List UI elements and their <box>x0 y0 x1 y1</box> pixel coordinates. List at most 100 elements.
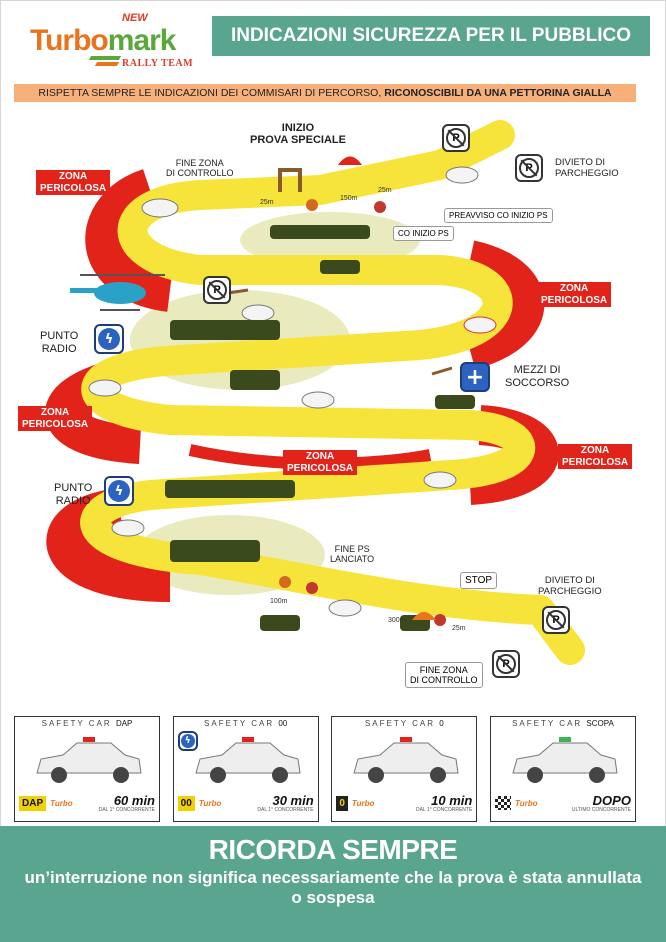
distance-label: 25m <box>452 625 466 632</box>
fine-zona-label: FINE ZONA DI CONTROLLO <box>166 158 234 179</box>
card-footer: 00 Turbo 30 min DAL 1° CONCORRENTE <box>177 793 314 813</box>
time-sub: ULTIMO CONCORRENTE <box>571 806 631 813</box>
reminder-text: un’interruzione non significa necessaria… <box>24 868 642 907</box>
card-footer: 0 Turbo 10 min DAL 1° CONCORRENTE <box>336 793 472 813</box>
radio-icon: ϟ <box>94 324 124 354</box>
logo-brand: Turbomark <box>30 24 176 57</box>
rally-car <box>111 519 145 537</box>
time-block: DOPO ULTIMO CONCORRENTE <box>572 794 631 813</box>
mezzi-soccorso-label: MEZZI DI SOCCORSO <box>505 364 570 389</box>
rally-car <box>328 599 362 617</box>
time-value: 10 min <box>431 792 473 808</box>
notice-bar: RISPETTA SEMPRE LE INDICAZIONI DEI COMMI… <box>14 84 636 102</box>
first-aid-icon: + <box>460 362 490 392</box>
zona-pericolosa-label: ZONA PERICOLOSA <box>36 170 111 195</box>
spectators <box>165 225 475 631</box>
rally-car <box>423 471 457 489</box>
distance-label: 300m <box>388 617 406 624</box>
safety-car-name: SAFETY CAR SCOPA <box>512 719 614 728</box>
safety-car-name: SAFETY CAR DAP <box>41 719 133 728</box>
co-inizio-bubble: CO INIZIO PS <box>393 226 454 241</box>
reminder-banner: RICORDA SEMPRE un’interruzione non signi… <box>0 826 666 942</box>
logo-stripe <box>94 62 120 66</box>
safety-car-row: SAFETY CAR DAP DAP Turbo 60 min DAL 1° C… <box>14 716 636 822</box>
divieto-label: DIVIETO DI PARCHEGGIO <box>555 157 619 179</box>
car-illustration <box>512 737 618 783</box>
rally-car <box>445 166 479 184</box>
rally-car <box>301 391 335 409</box>
rally-car <box>463 316 497 334</box>
checkpoint-dot <box>434 614 446 626</box>
beacon-light <box>558 737 571 742</box>
time-block: 60 min DAL 1° CONCORRENTE <box>99 794 155 813</box>
time-sub: DAL 1° CONCORRENTE <box>257 806 314 813</box>
distance-label: 150m <box>340 195 358 202</box>
zona-pericolosa-label: ZONA PERICOLOSA <box>18 406 93 431</box>
time-sub: DAL 1° CONCORRENTE <box>98 806 155 813</box>
punto-radio-label: PUNTO RADIO <box>54 482 93 507</box>
car-code: 0 <box>336 795 348 811</box>
fine-zona-bubble: FINE ZONA DI CONTROLLO <box>405 662 483 688</box>
zona-pericolosa-label: ZONA PERICOLOSA <box>558 444 633 469</box>
safety-car-name: SAFETY CAR 00 <box>204 719 288 728</box>
distance-label: 25m <box>260 199 274 206</box>
car-illustration <box>36 737 142 783</box>
car-code: DAP <box>19 795 47 811</box>
track-illustration: 25m 150m 25m 100m 300m 25m <box>45 120 585 665</box>
radio-icon: ϟ <box>104 476 134 506</box>
time-sub: DAL 1° CONCORRENTE <box>416 806 473 813</box>
zona-pericolosa-label: ZONA PERICOLOSA <box>283 450 358 475</box>
checkpoint-dot <box>374 201 386 213</box>
safety-car-card: SAFETY CAR 0 0 Turbo 10 min DAL 1° CONCO… <box>331 716 478 822</box>
danger-band <box>85 169 174 312</box>
page-title: INDICAZIONI SICUREZZA PER IL PUBBLICO <box>212 16 650 56</box>
mini-logo: Turbo <box>50 798 73 808</box>
notice-text: RISPETTA SEMPRE LE INDICAZIONI DEI COMMI… <box>38 87 382 99</box>
inizio-ps-label: INIZIO PROVA SPECIALE <box>250 122 346 146</box>
radio-icon: ϟ <box>177 731 198 751</box>
rally-car <box>141 198 179 218</box>
punto-radio-label: PUNTO RADIO <box>40 330 79 355</box>
fence <box>431 366 453 376</box>
no-parking-sign: P <box>492 650 520 678</box>
divieto-label: DIVIETO DI PARCHEGGIO <box>538 575 602 597</box>
logo-team: RALLY TEAM <box>122 58 194 69</box>
no-parking-sign: P <box>203 276 231 304</box>
turbomark-logo: NEW Turbomark RALLY TEAM <box>30 12 195 72</box>
umbrella <box>412 612 436 620</box>
safety-car-card: SAFETY CAR 00 ϟ 00 Turbo 30 min DAL 1° C… <box>172 716 319 822</box>
umbrella <box>338 156 362 165</box>
stop-sign: STOP <box>460 572 498 589</box>
safety-car-name: SAFETY CAR 0 <box>364 719 444 728</box>
helicopter-illustration <box>70 274 165 311</box>
stage-map: 25m 150m 25m 100m 300m 25m INIZIO PROVA … <box>0 110 666 710</box>
beacon-light <box>241 737 254 742</box>
no-parking-sign: P <box>542 606 570 634</box>
card-footer: DAP Turbo 60 min DAL 1° CONCORRENTE <box>19 793 155 813</box>
rally-car <box>88 379 122 397</box>
danger-band <box>464 240 545 370</box>
car-code: 00 <box>177 795 195 811</box>
notice-bold: RICONOSCIBILI DA UNA PETTORINA GIALLA <box>384 87 612 99</box>
time-block: 30 min DAL 1° CONCORRENTE <box>257 794 313 813</box>
checkpoint-dot <box>279 576 291 588</box>
mini-logo: Turbo <box>198 798 222 808</box>
card-footer: Turbo DOPO ULTIMO CONCORRENTE <box>494 793 631 813</box>
rally-car <box>241 304 275 322</box>
beacon-light <box>400 737 413 742</box>
distance-label: 25m <box>378 187 392 194</box>
track-road <box>80 120 585 665</box>
checkpoint-dot <box>306 199 318 211</box>
mini-logo: Turbo <box>351 798 375 808</box>
start-gate <box>278 168 302 192</box>
no-parking-sign: P <box>442 124 470 152</box>
car-illustration <box>194 737 301 783</box>
time-value: 60 min <box>113 792 155 808</box>
logo-stripe <box>88 56 122 60</box>
preavviso-bubble: PREAVVISO CO INIZIO PS <box>444 208 553 223</box>
checkpoint-dot <box>306 582 318 594</box>
logo-new: NEW <box>122 12 148 24</box>
distance-label: 100m <box>270 598 288 605</box>
safety-car-card: SAFETY CAR DAP DAP Turbo 60 min DAL 1° C… <box>14 716 160 822</box>
time-block: 10 min DAL 1° CONCORRENTE <box>416 794 472 813</box>
